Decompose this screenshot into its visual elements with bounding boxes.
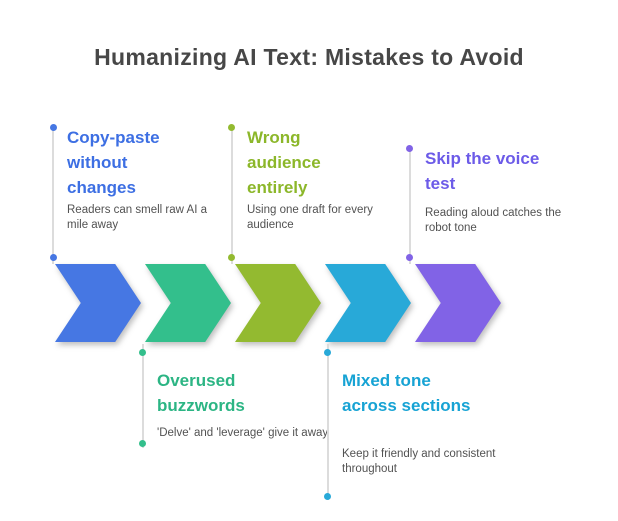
connector-line-step3	[231, 127, 233, 264]
chevron-arrow-step4	[325, 264, 411, 342]
chevron-arrow-step3	[235, 264, 321, 342]
connector-dot-icon	[228, 124, 235, 131]
chevron-shape	[145, 264, 231, 342]
step2-description: 'Delve' and 'leverage' give it away	[157, 427, 329, 439]
connector-dot-icon	[50, 124, 57, 131]
step3-heading: Wrong audience entirely	[247, 128, 321, 197]
step1-description: Readers can smell raw AI a mile away	[67, 204, 207, 231]
step4-heading: Mixed tone across sections	[342, 371, 471, 415]
diagram-title: Humanizing AI Text: Mistakes to Avoid	[94, 44, 524, 70]
connector-dot-icon	[228, 254, 235, 261]
connector-dot-icon	[324, 349, 331, 356]
step5-description: Reading aloud catches the robot tone	[425, 207, 562, 234]
connector-dot-icon	[139, 349, 146, 356]
step4-description: Keep it friendly and consistent througho…	[342, 448, 496, 475]
connector-line-step5	[409, 148, 411, 264]
step3-description: Using one draft for every audience	[247, 204, 373, 231]
connector-line-step4	[327, 344, 329, 500]
chevron-arrow-step1	[55, 264, 141, 342]
connector-dot-icon	[50, 254, 57, 261]
connector-line-step2	[142, 344, 144, 448]
step2-heading: Overused buzzwords	[157, 371, 245, 415]
chevron-shape	[415, 264, 501, 342]
chevron-arrow-step5	[415, 264, 501, 342]
chevron-shape	[325, 264, 411, 342]
step5-heading: Skip the voice test	[425, 149, 540, 193]
chevron-shape	[55, 264, 141, 342]
step1-heading: Copy-paste without changes	[67, 128, 160, 197]
chevron-arrow-step2	[145, 264, 231, 342]
connector-line-step1	[52, 127, 54, 264]
connector-dot-icon	[406, 254, 413, 261]
connector-dot-icon	[324, 493, 331, 500]
connector-dot-icon	[139, 440, 146, 447]
chevron-shape	[235, 264, 321, 342]
connector-dot-icon	[406, 145, 413, 152]
